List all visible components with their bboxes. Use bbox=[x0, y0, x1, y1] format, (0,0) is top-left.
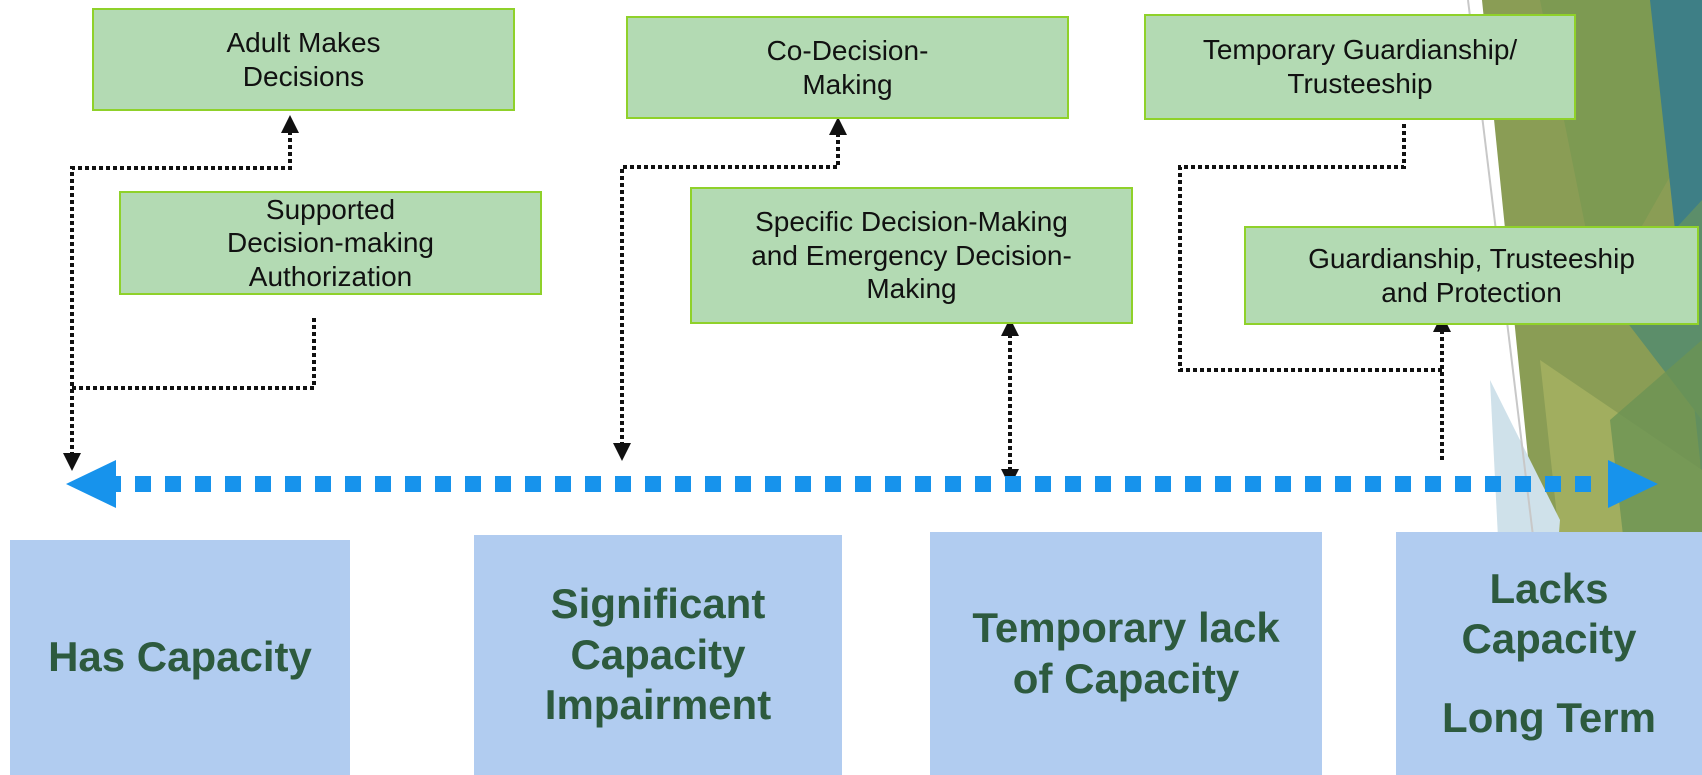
option-label: Specific Decision-Making and Emergency D… bbox=[751, 206, 1072, 305]
connector-co-decision bbox=[613, 117, 847, 461]
option-supported-decision-making: Supported Decision-making Authorization bbox=[119, 191, 542, 295]
option-guardianship-trusteeship-protection: Guardianship, Trusteeship and Protection bbox=[1244, 226, 1699, 325]
option-label: Co-Decision- Making bbox=[766, 34, 929, 100]
spectrum-right-arrow bbox=[1608, 460, 1658, 508]
connector-adult-decides bbox=[63, 115, 299, 471]
option-specific-and-emergency-decision-making: Specific Decision-Making and Emergency D… bbox=[690, 187, 1133, 324]
option-temporary-guardianship: Temporary Guardianship/ Trusteeship bbox=[1144, 14, 1576, 120]
connector-supported bbox=[72, 318, 316, 390]
spectrum-left-arrow bbox=[66, 460, 116, 508]
option-label: Temporary Guardianship/ Trusteeship bbox=[1202, 34, 1518, 99]
connector-temporary-guardianship bbox=[1178, 124, 1442, 372]
option-co-decision-making: Co-Decision- Making bbox=[626, 16, 1069, 119]
capacity-significant-impairment: Significant Capacity Impairment bbox=[474, 535, 842, 775]
capacity-has-capacity: Has Capacity bbox=[10, 540, 350, 775]
capacity-label: Temporary lack of Capacity bbox=[972, 604, 1280, 702]
option-label: Adult Makes Decisions bbox=[226, 26, 381, 92]
capacity-label: Lacks Capacity bbox=[1461, 564, 1637, 663]
option-adult-makes-decisions: Adult Makes Decisions bbox=[92, 8, 515, 111]
option-label: Guardianship, Trusteeship and Protection bbox=[1308, 242, 1635, 308]
capacity-term-label: Long Term bbox=[1442, 693, 1656, 741]
capacity-label: Significant Capacity Impairment bbox=[544, 580, 772, 729]
capacity-temporary-lack: Temporary lack of Capacity bbox=[930, 532, 1322, 775]
capacity-label: Has Capacity bbox=[48, 633, 312, 681]
option-label: Supported Decision-making Authorization bbox=[227, 193, 434, 292]
capacity-lacks-long-term: Lacks Capacity Long Term bbox=[1396, 532, 1702, 775]
